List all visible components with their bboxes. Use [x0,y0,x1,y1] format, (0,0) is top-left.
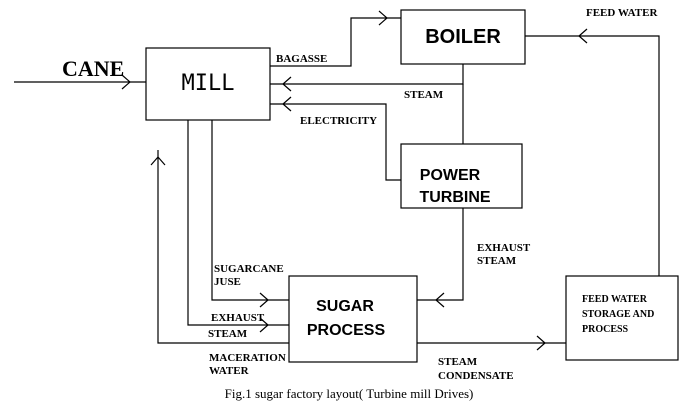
sugarcane-juse-line [211,120,289,301]
maceration-water-line [157,150,289,344]
electricity-arrow [282,96,292,112]
feed-water-line [525,35,660,276]
bagasse-label: BAGASSE [276,53,327,65]
maceration-water-label-line1: MACERATION [209,352,286,364]
exhaust-steam-mill-label-line2: STEAM [208,328,248,340]
power-turbine-label-line1: POWER [420,167,481,184]
bagasse-line [270,17,401,67]
cane-arrow [121,74,131,90]
electricity-label: ELECTRICITY [300,115,377,127]
feed-water-label: FEED WATER [586,7,658,19]
boiler-box [400,9,526,65]
mill-box [145,47,271,121]
sugar-process-box [288,275,418,363]
electricity-line [270,103,401,181]
sugar-process-label-line1: SUGAR [316,298,374,315]
bagasse-arrow [378,10,388,26]
exhaust-steam-mill-line [187,120,289,326]
steam-line [270,64,464,85]
power-turbine-box [400,143,523,209]
sugar-process-label-line2: PROCESS [307,322,386,339]
maceration-water-arrow [150,156,166,166]
feed-water-arrow [578,28,588,44]
feed-water-storage-label-line2: STORAGE AND [582,309,654,320]
boiler-label: BOILER [425,26,501,48]
exhaust-steam-arrow [435,292,445,308]
sugarcane-juse-arrow [259,292,269,308]
exhaust-steam-mill-arrow [259,317,269,333]
power-turbine-label-line2: TURBINE [419,189,490,206]
sugarcane-juse-label-line1: SUGARCANE [214,263,284,275]
sugarcane-juse-label-line2: JUSE [214,276,241,288]
exhaust-steam-mill-label-line1: EXHAUST [211,312,265,324]
exhaust-steam-label-line1: EXHAUST [477,242,531,254]
steam-condensate-label-line1: STEAM [438,356,478,368]
feed-water-storage-label-line1: FEED WATER [582,294,648,305]
steam-arrow [282,76,292,92]
steam-condensate-arrow [536,335,546,351]
feed-water-storage-label-line3: PROCESS [582,324,629,335]
figure-caption: Fig.1 sugar factory layout( Turbine mill… [225,386,474,401]
steam-condensate-label-line2: CONDENSATE [438,370,514,382]
mill-label: MILL [182,71,235,96]
steam-label: STEAM [404,89,444,101]
feed-water-storage-box [565,275,679,361]
cane-label: CANE [62,56,124,81]
maceration-water-label-line2: WATER [209,365,250,377]
exhaust-steam-line [417,208,464,301]
exhaust-steam-label-line2: STEAM [477,255,517,267]
